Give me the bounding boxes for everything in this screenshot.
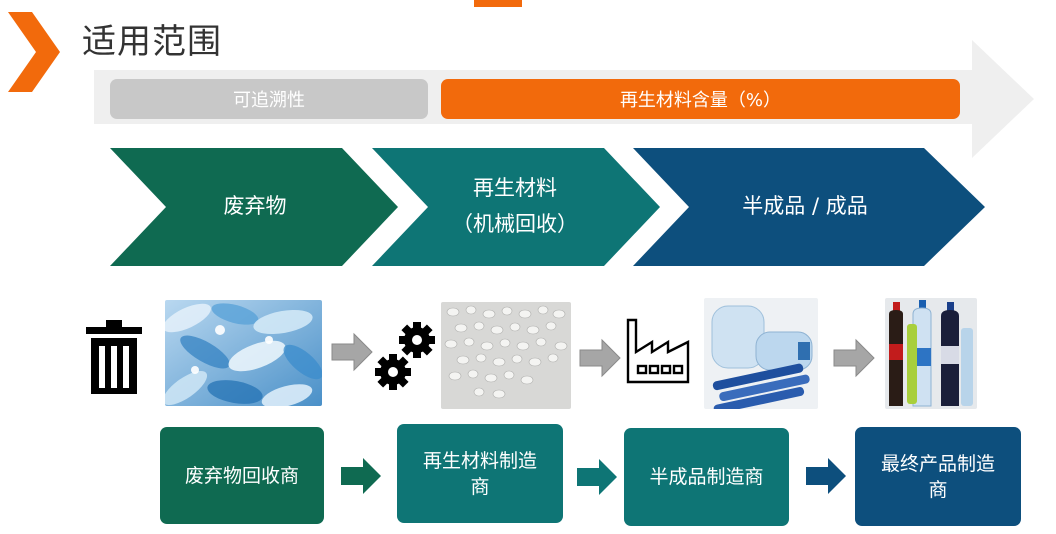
stage-label-line: 半成品 / 成品 — [742, 194, 868, 218]
actor-box-recycled-material-manufacturer: 再生材料制造 商 — [397, 424, 563, 523]
recycled-content-pill: 再生材料含量（%） — [441, 79, 960, 119]
actor-label-line: 再生材料制造 — [422, 449, 537, 472]
traceability-pill: 可追溯性 — [110, 79, 428, 119]
page-title: 适用范围 — [82, 22, 222, 62]
stage-chevron-recycled-material — [372, 148, 660, 266]
stage-chevron-waste — [110, 148, 398, 266]
actor-box-waste-recycler: 废弃物回收商 — [160, 427, 324, 524]
flow-arrow-icon — [577, 459, 617, 495]
plastic-bottle-waste-photo — [165, 300, 322, 406]
gray-arrow-icon — [833, 338, 875, 378]
title-chevron-icon — [8, 12, 60, 92]
actor-label-line: 商 — [470, 475, 490, 498]
stage-chevrons — [110, 148, 985, 266]
stage-chevron-products — [633, 148, 985, 266]
flow-arrow-icon — [341, 458, 381, 494]
stage-label-line: 再生材料 — [473, 176, 557, 200]
actor-label-line: 商 — [928, 478, 948, 501]
top-accent-bar — [474, 0, 522, 7]
beverage-bottles-photo — [885, 298, 977, 409]
stage-label-products: 半成品 / 成品 — [690, 188, 920, 224]
actor-label-line: 废弃物回收商 — [184, 464, 299, 487]
actor-box-semi-finished-manufacturer: 半成品制造商 — [624, 428, 789, 526]
gray-arrow-icon — [579, 338, 621, 378]
stage-label-waste: 废弃物 — [180, 188, 330, 224]
actor-label-line: 半成品制造商 — [649, 466, 764, 488]
bottle-preforms-photo — [704, 298, 818, 409]
trash-can-icon — [86, 320, 142, 394]
stage-label-line: 废弃物 — [223, 194, 287, 218]
factory-icon — [626, 318, 690, 384]
actor-label-line: 最终产品制造 — [880, 452, 995, 475]
recycled-pellets-photo — [441, 302, 571, 409]
flow-arrow-icon — [806, 458, 846, 494]
gears-icon — [375, 322, 435, 390]
stage-label-line: （机械回收） — [452, 212, 578, 236]
stage-label-recycled-material: 再生材料 （机械回收） — [420, 170, 610, 242]
actor-box-end-product-manufacturer: 最终产品制造 商 — [855, 427, 1021, 526]
gray-arrow-icon — [331, 332, 373, 372]
